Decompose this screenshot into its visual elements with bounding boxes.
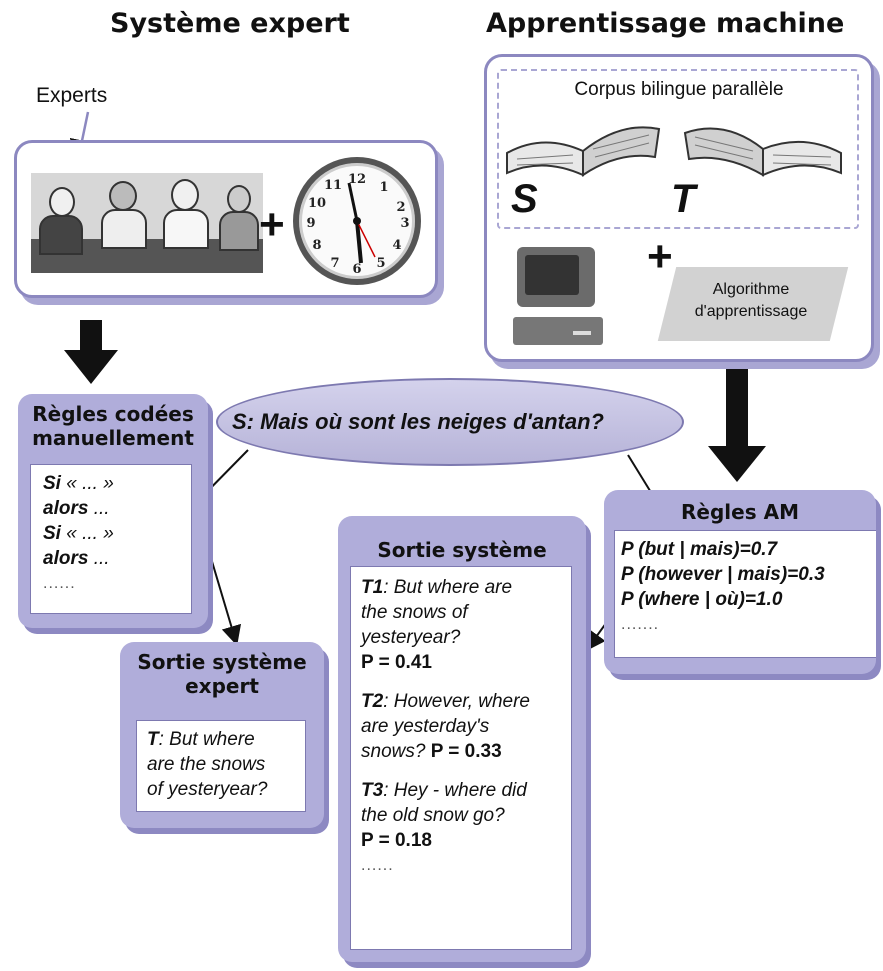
svg-text:7: 7 bbox=[330, 256, 339, 271]
svg-text:3: 3 bbox=[400, 216, 409, 231]
expert-output-content: T: But where are the snows of yesteryear… bbox=[136, 720, 306, 812]
open-book-icon bbox=[681, 113, 845, 183]
thick-arrow-left bbox=[64, 320, 118, 384]
ml-rule: P (however | mais)=0.3 bbox=[621, 564, 825, 585]
svg-text:8: 8 bbox=[312, 238, 321, 253]
svg-text:11: 11 bbox=[324, 178, 342, 193]
algorithm-label: Algorithme d'apprentissage bbox=[694, 281, 808, 320]
svg-text:2: 2 bbox=[396, 200, 405, 215]
svg-text:4: 4 bbox=[392, 238, 401, 253]
ml-rules-panel: Règles AM P (but | mais)=0.7 P (however … bbox=[604, 490, 876, 674]
system-output-content: T1: But where are the snows of yesteryea… bbox=[350, 566, 572, 950]
expert-output-panel: Sortie système expert T: But where are t… bbox=[120, 642, 324, 828]
svg-text:9: 9 bbox=[306, 216, 315, 231]
ml-rule: P (where | où)=1.0 bbox=[621, 589, 783, 610]
svg-text:10: 10 bbox=[308, 196, 326, 211]
svg-text:12: 12 bbox=[348, 172, 366, 187]
machine-learning-box: Corpus bilingue parallèle S T + Algorith… bbox=[484, 54, 874, 362]
manual-rules-content: Si « ... » alors ... Si « ... » alors ..… bbox=[30, 464, 192, 614]
probability-t2: P = 0.33 bbox=[430, 741, 502, 762]
probability-t1: P = 0.41 bbox=[361, 652, 432, 673]
expert-output-title: Sortie système expert bbox=[137, 650, 307, 698]
computer-icon bbox=[513, 247, 609, 349]
title-expert-system: Système expert bbox=[110, 8, 350, 39]
svg-text:1: 1 bbox=[379, 180, 388, 195]
source-sentence-ellipse bbox=[216, 378, 684, 466]
experts-illustration-icon bbox=[31, 173, 263, 273]
open-book-icon bbox=[503, 113, 663, 183]
svg-text:5: 5 bbox=[376, 256, 385, 271]
probability-t3: P = 0.18 bbox=[361, 830, 432, 851]
plus-icon: + bbox=[259, 200, 285, 249]
svg-text:6: 6 bbox=[352, 262, 361, 277]
plus-icon: + bbox=[647, 232, 673, 281]
source-sentence: S: Mais où sont les neiges d'antan? bbox=[232, 409, 604, 434]
ml-rules-content: P (but | mais)=0.7 P (however | mais)=0.… bbox=[614, 530, 876, 658]
experts-label: Experts bbox=[36, 84, 108, 107]
system-output-panel: Sortie système T1: But where are the sno… bbox=[338, 516, 586, 962]
source-letter: S bbox=[511, 177, 538, 221]
thick-arrow-right bbox=[708, 368, 766, 482]
manual-rules-title: Règles codées manuellement bbox=[32, 402, 194, 450]
arrow-rules-to-expert-output bbox=[207, 547, 242, 646]
ml-rules-title: Règles AM bbox=[681, 500, 799, 524]
corpus-label: Corpus bilingue parallèle bbox=[574, 79, 784, 100]
ml-rule: P (but | mais)=0.7 bbox=[621, 539, 778, 560]
manual-rules-panel: Règles codées manuellement Si « ... » al… bbox=[18, 394, 208, 628]
system-output-title: Sortie système bbox=[377, 538, 547, 562]
corpus-frame bbox=[497, 69, 859, 229]
title-machine-learning: Apprentissage machine bbox=[486, 8, 845, 39]
target-letter: T bbox=[671, 177, 696, 221]
